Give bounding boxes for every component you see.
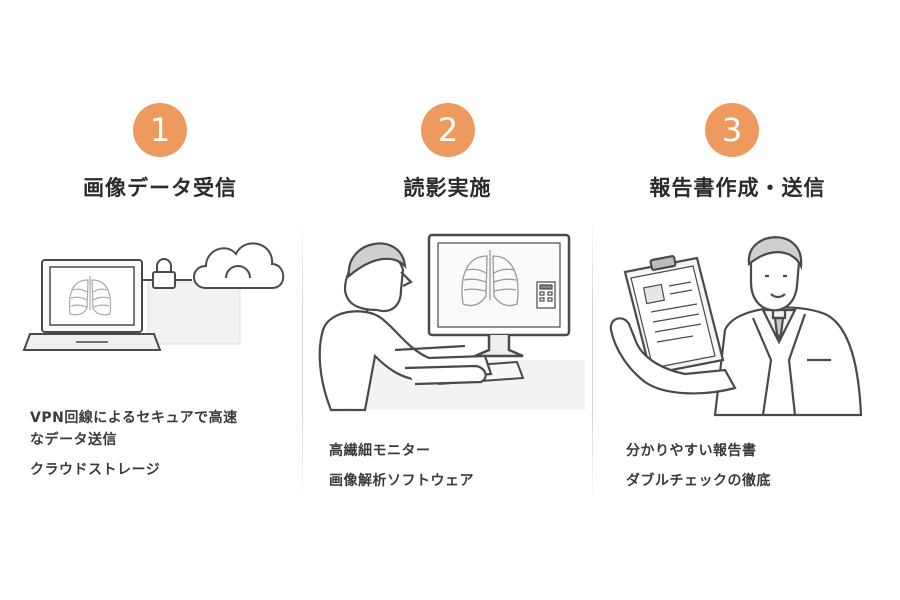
storage-box-shape [147,281,241,345]
control-panel-icon [536,281,556,309]
step-3: 3 報告書作成・送信 [595,0,880,600]
lock-icon [142,258,192,289]
step-1-line-1: VPN回線によるセキュアで高速 [30,410,238,426]
step-1-number-badge: 1 [133,103,187,157]
step-1-line-2: なデータ送信 [30,432,117,448]
step-3-description: 分かりやすい報告書 ダブルチェックの徹底 [626,440,876,492]
step-1-title: 画像データ受信 [83,176,237,200]
step-3-number-badge: 3 [705,103,759,157]
step-2-description: 高繊細モニター 画像解析ソフトウェア [329,440,579,492]
radiologist-reading-illustration [318,233,585,412]
step-3-line-1: 分かりやすい報告書 [626,443,757,459]
divider-2 [592,215,593,505]
xray-lungs-icon [461,250,519,307]
step-2: 2 読影実施 [305,0,590,600]
hand-icon [609,317,737,395]
xray-lungs-icon [68,276,112,316]
step-2-line-2: 画像解析ソフトウェア [329,473,474,489]
divider-1 [302,215,303,505]
doctor-figure [318,242,493,412]
doctor-report-illustration [609,236,863,417]
step-2-title: 読影実施 [403,176,492,200]
laptop-cloud-illustration [22,242,285,351]
step-3-title: 報告書作成・送信 [649,176,826,200]
step-1-description: VPN回線によるセキュアで高速 なデータ送信 クラウドストレージ [30,407,290,481]
step-2-line-1: 高繊細モニター [329,443,431,459]
step-2-number-badge: 2 [421,103,475,157]
step-1: 1 画像データ受信 [20,0,300,600]
clipboard-report-icon [623,255,725,376]
laptop-icon [22,259,162,351]
step-1-line-3: クラウドストレージ [30,462,161,478]
doctor-figure [713,236,863,417]
cloud-icon [193,242,285,289]
step-3-line-2: ダブルチェックの徹底 [626,473,771,489]
